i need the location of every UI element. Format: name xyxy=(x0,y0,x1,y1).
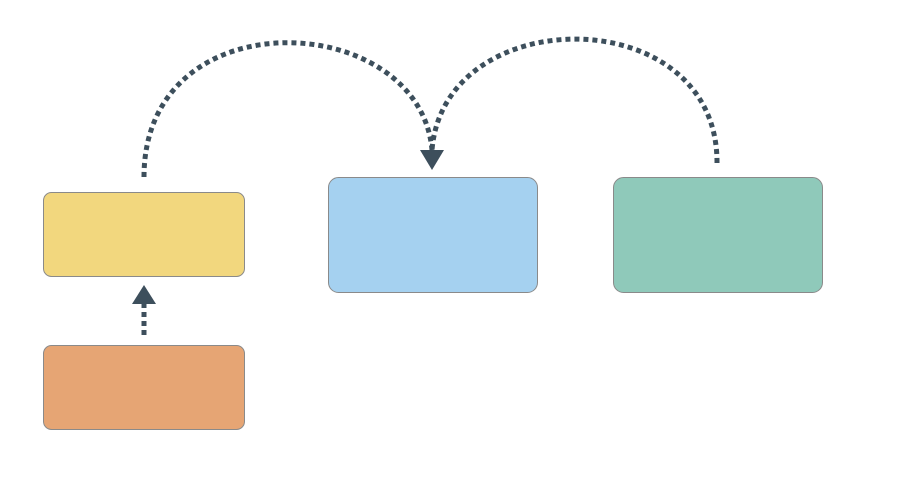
arrowhead-up-icon xyxy=(132,285,156,304)
node-orange xyxy=(43,345,245,430)
yellow-box xyxy=(43,192,245,277)
node-blue xyxy=(328,177,538,293)
green-box xyxy=(613,177,823,293)
connector-green-to-blue xyxy=(429,36,720,164)
node-yellow xyxy=(43,192,245,277)
orange-box xyxy=(43,345,245,430)
blue-box xyxy=(328,177,538,293)
arrowhead-down-icon xyxy=(420,150,444,170)
node-green xyxy=(613,177,823,293)
connector-yellow-to-blue xyxy=(141,40,435,178)
